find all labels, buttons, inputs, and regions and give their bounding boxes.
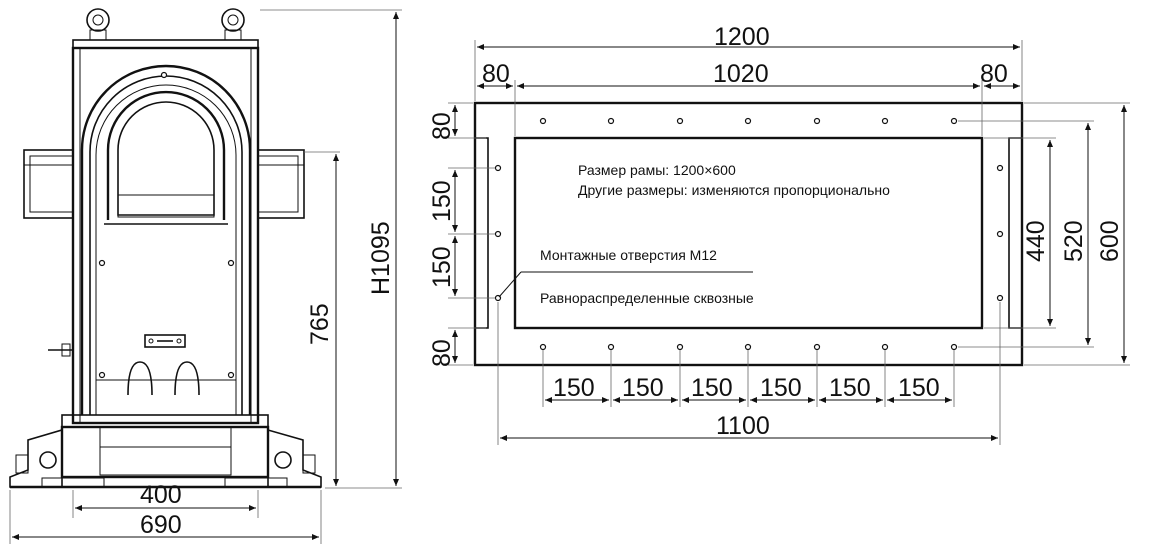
dim-width-total: 1200 (714, 23, 770, 51)
dim-base-outer: 690 (140, 511, 182, 539)
note-frame-size: Размер рамы: 1200×600 (578, 162, 736, 178)
dim-height-mid-frame: 520 (1060, 220, 1088, 262)
note-through-holes: Равнораспределенные сквозные (540, 290, 754, 306)
dim-bottom-spacing-3: 150 (691, 374, 733, 402)
dim-width-inner: 1020 (713, 60, 769, 88)
dim-hole-span: 1100 (716, 412, 770, 440)
left-dimensions: H1095 765 400 690 (9, 9, 402, 544)
dim-side-spacing-1: 150 (428, 180, 456, 222)
lifting-eye-right (221, 8, 245, 41)
dim-side-left: 80 (482, 60, 510, 88)
dim-bottom-spacing-5: 150 (829, 374, 871, 402)
dim-base-inner: 400 (140, 481, 182, 509)
dim-side-spacing-2: 150 (428, 246, 456, 288)
side-box-left (23, 149, 74, 219)
dim-bottom-spacing-4: 150 (760, 374, 802, 402)
dim-bottom-spacing-6: 150 (898, 374, 940, 402)
dim-height-mid: 765 (306, 303, 334, 345)
dim-height-total-frame: 600 (1096, 220, 1124, 262)
frame-dimensions-left: 80 150 150 80 (428, 102, 495, 367)
frame-plan-view (473, 101, 1024, 367)
dim-height-total: H1095 (367, 221, 395, 295)
dim-bottom-spacing-2: 150 (622, 374, 664, 402)
note-other-sizes: Другие размеры: изменяются пропорциональ… (578, 182, 890, 198)
frame-notes: Размер рамы: 1200×600 Другие размеры: из… (498, 162, 890, 306)
dim-top-margin: 80 (428, 112, 456, 140)
frame-dimensions-top: 1200 80 1020 80 (474, 23, 1023, 136)
dim-bottom-spacing-1: 150 (553, 374, 595, 402)
machine-front-view (9, 8, 322, 489)
lifting-eye-left (86, 8, 110, 41)
note-mounting-holes: Монтажные отверстия M12 (540, 247, 717, 263)
dim-bottom-margin: 80 (428, 339, 456, 367)
dim-side-right: 80 (980, 60, 1008, 88)
dim-height-inner: 440 (1022, 220, 1050, 262)
frame-dimensions-bottom: 150 150 150 150 150 150 1100 (497, 302, 1001, 445)
side-box-right (257, 149, 305, 219)
frame-dimensions-right: 440 520 600 (958, 102, 1130, 366)
